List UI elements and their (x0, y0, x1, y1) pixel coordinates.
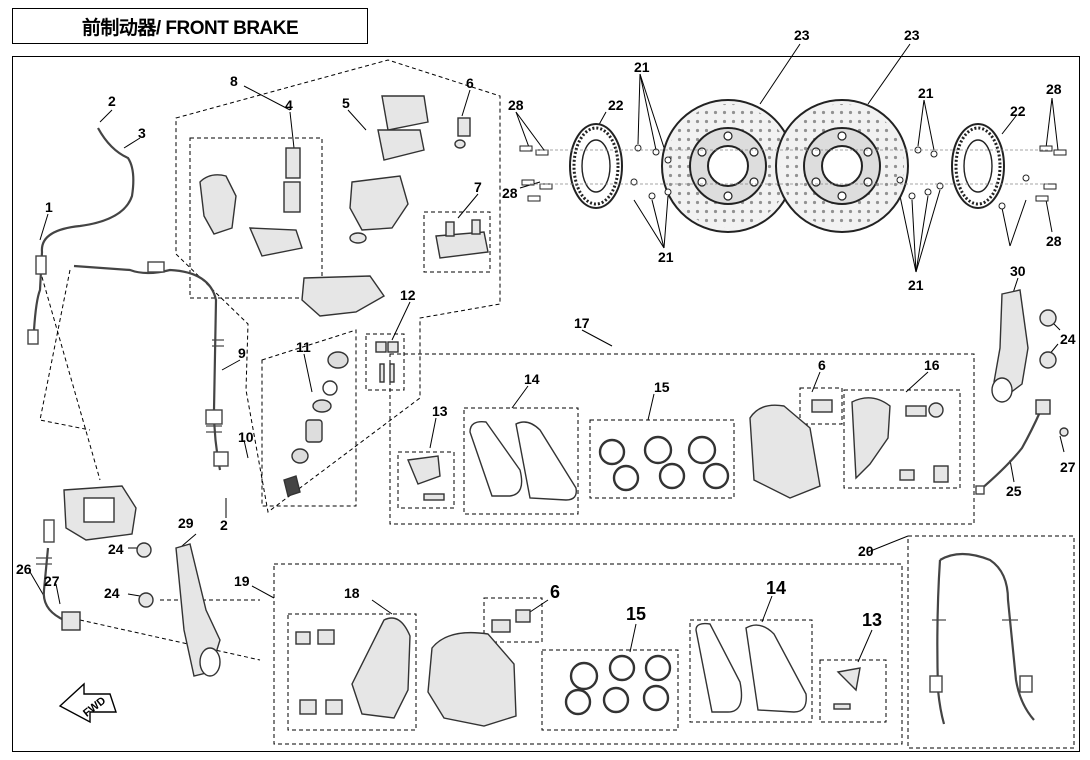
callout: 17 (574, 315, 590, 331)
callout: 1 (45, 199, 53, 215)
hose-1-leader (39, 269, 101, 481)
callout: 22 (1010, 103, 1026, 119)
group-6b-box (799, 387, 843, 425)
callout: 27 (1060, 459, 1076, 475)
callout: 15 (654, 379, 670, 395)
brake-hoses (32, 127, 1042, 725)
callout: 28 (1046, 81, 1062, 97)
callout: 28 (1046, 233, 1062, 249)
group-12-box (365, 333, 405, 391)
callout: 14 (766, 578, 786, 598)
callout: 27 (44, 573, 60, 589)
callout: 21 (908, 277, 924, 293)
callout: 20 (858, 543, 874, 559)
callout: 6 (818, 357, 826, 373)
upper-caliper-parts (295, 397, 949, 727)
group-17-box (389, 353, 975, 525)
callout: 7 (474, 179, 482, 195)
callout: 30 (1010, 263, 1026, 279)
callout: 6 (550, 582, 560, 602)
callout: 21 (658, 249, 674, 265)
callout: 19 (234, 573, 250, 589)
brake-disc-left (661, 99, 795, 233)
callout: 23 (794, 27, 810, 43)
hose-9-leader (39, 269, 91, 431)
group-16-box (843, 389, 961, 489)
callout: 10 (238, 429, 254, 445)
sensor-leader (79, 619, 261, 661)
callout: 9 (238, 345, 246, 361)
hose-fittings (27, 255, 1033, 693)
callout: 13 (862, 610, 882, 630)
diagram-frame (12, 56, 1080, 752)
group-6c-box (483, 597, 543, 643)
group-19-box (273, 563, 903, 745)
callout: 24 (108, 541, 124, 557)
callout: 21 (634, 59, 650, 75)
group-11-outline (261, 329, 357, 507)
callout: 12 (400, 287, 416, 303)
group-15a-box (589, 419, 735, 499)
callout: 18 (344, 585, 360, 601)
group-13b-box (819, 659, 887, 723)
callout: 22 (608, 97, 624, 113)
tone-ring-right (951, 123, 1005, 209)
group-20-box (907, 535, 1075, 749)
diagram-title: 前制动器/ FRONT BRAKE (12, 8, 368, 44)
callout: 6 (466, 75, 474, 91)
callout: 26 (16, 561, 32, 577)
callout: 2 (220, 517, 228, 533)
callout: 4 (285, 97, 293, 113)
leader-lines (29, 43, 1065, 663)
callout: 21 (918, 85, 934, 101)
callout: 28 (508, 97, 524, 113)
callout: 24 (1060, 331, 1076, 347)
callout: 11 (296, 339, 311, 355)
group-4-box (189, 137, 323, 299)
group-14a-box (463, 407, 579, 515)
hose-clips (36, 339, 1018, 621)
callout: 28 (502, 185, 518, 201)
abs-and-bracket-parts (61, 289, 1069, 677)
callout: 29 (178, 515, 194, 531)
callout: 3 (138, 125, 146, 141)
callout: 13 (432, 403, 448, 419)
group-13a-box (397, 451, 455, 509)
callout: 23 (904, 27, 920, 43)
brake-disc-right (775, 99, 909, 233)
callout: 16 (924, 357, 940, 373)
group-8-outline (175, 59, 501, 513)
callout: 15 (626, 604, 646, 624)
callout: 25 (1006, 483, 1022, 499)
callout: 2 (108, 93, 116, 109)
callout: 5 (342, 95, 350, 111)
master-cylinder-parts (199, 95, 489, 383)
group-15b-box (541, 649, 679, 731)
tone-ring-left (569, 123, 623, 209)
callout: 8 (230, 73, 238, 89)
callout: 14 (524, 371, 540, 387)
callout: 24 (104, 585, 120, 601)
group-18-box (287, 613, 417, 731)
disc-centerlines (530, 149, 1050, 185)
piston-seal-rings (564, 435, 730, 716)
callout-labels: 1 2 2 3 4 5 6 6 6 7 8 9 10 11 12 13 13 1… (16, 27, 1076, 630)
fwd-arrow-icon: FWD (58, 682, 117, 724)
piston-kit-parts (283, 351, 349, 497)
